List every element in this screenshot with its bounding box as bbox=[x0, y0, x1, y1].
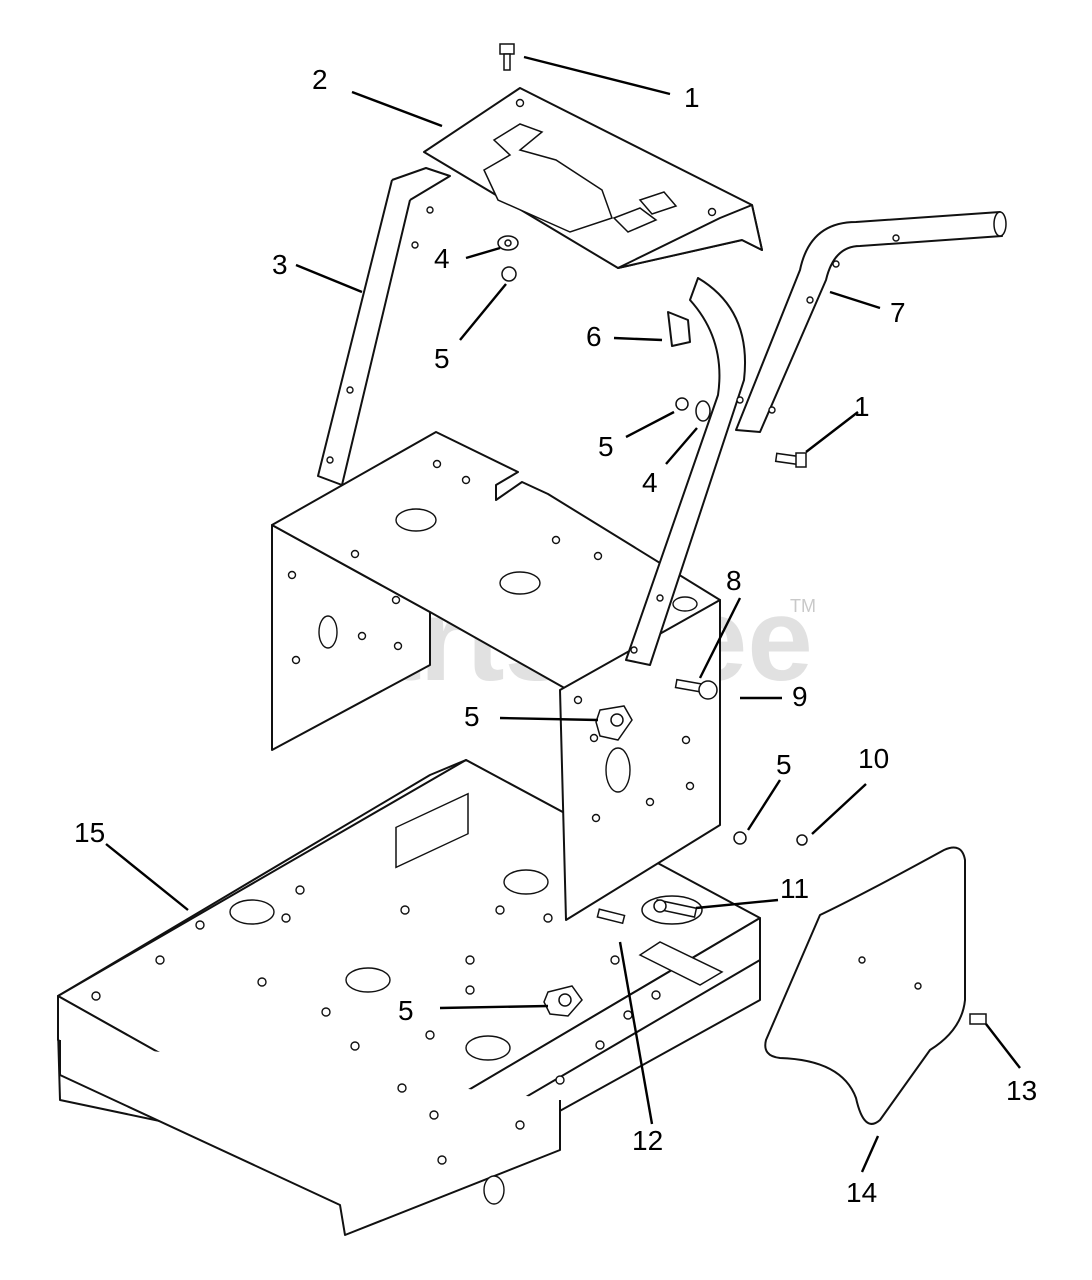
part-2-top-panel bbox=[423, 87, 763, 269]
part-1-bolt-top bbox=[499, 43, 515, 71]
callout-2: 2 bbox=[312, 64, 328, 95]
part-12-bolt bbox=[596, 908, 626, 925]
callout-6: 6 bbox=[586, 321, 602, 352]
callout-5-knob-lower: 5 bbox=[398, 995, 414, 1026]
control-panel-housing bbox=[271, 431, 721, 921]
part-10-nut bbox=[796, 834, 808, 846]
callout-labels: 1 2 3 4 5 6 7 1 5 4 8 9 5 5 10 15 11 5 1… bbox=[74, 64, 1037, 1208]
callout-13: 13 bbox=[1006, 1075, 1037, 1106]
callout-4-top: 4 bbox=[434, 243, 450, 274]
callout-14: 14 bbox=[846, 1177, 877, 1208]
part-8-bolt bbox=[674, 678, 718, 700]
callout-9: 9 bbox=[792, 681, 808, 712]
callout-5-knob-upper: 5 bbox=[464, 701, 480, 732]
callout-1-side: 1 bbox=[854, 391, 870, 422]
callout-7: 7 bbox=[890, 297, 906, 328]
watermark-tm: TM bbox=[790, 596, 816, 616]
callout-12: 12 bbox=[632, 1125, 663, 1156]
callout-5-top: 5 bbox=[434, 343, 450, 374]
part-5-nut-top bbox=[501, 266, 517, 282]
part-6-bracket bbox=[667, 311, 691, 347]
callout-1-top: 1 bbox=[684, 82, 700, 113]
part-7-handle bbox=[735, 211, 1007, 433]
callout-10: 10 bbox=[858, 743, 889, 774]
callout-8: 8 bbox=[726, 565, 742, 596]
part-13-bolt bbox=[969, 1013, 987, 1025]
callout-5-right: 5 bbox=[776, 749, 792, 780]
part-4-washer-mid bbox=[695, 400, 711, 422]
callout-15: 15 bbox=[74, 817, 105, 848]
part-5-nut-mid bbox=[675, 397, 689, 411]
callout-11: 11 bbox=[780, 873, 809, 904]
part-5-nut-right bbox=[733, 831, 747, 845]
part-14-shield bbox=[764, 846, 966, 1125]
part-4-washer-top bbox=[497, 235, 519, 251]
part-5-knob-lower bbox=[543, 985, 583, 1017]
callout-5-mid: 5 bbox=[598, 431, 614, 462]
callout-3: 3 bbox=[272, 249, 288, 280]
part-11-bolt bbox=[653, 899, 698, 918]
part-5-knob-upper bbox=[595, 705, 633, 741]
leader-lines bbox=[105, 55, 1021, 1173]
callout-4-mid: 4 bbox=[642, 467, 658, 498]
part-3-u-frame bbox=[317, 167, 746, 666]
part-1-bolt-side bbox=[774, 452, 807, 468]
